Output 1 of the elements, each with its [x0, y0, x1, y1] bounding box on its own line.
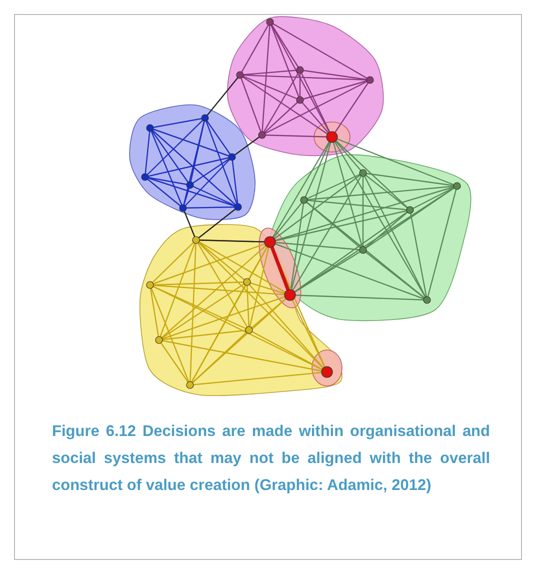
figure-caption: Figure 6.12 Decisions are made within organisational and social systems that may not be aligned with the overall construct of value creation (Graphic: Adamic, 2012) — [52, 422, 490, 496]
